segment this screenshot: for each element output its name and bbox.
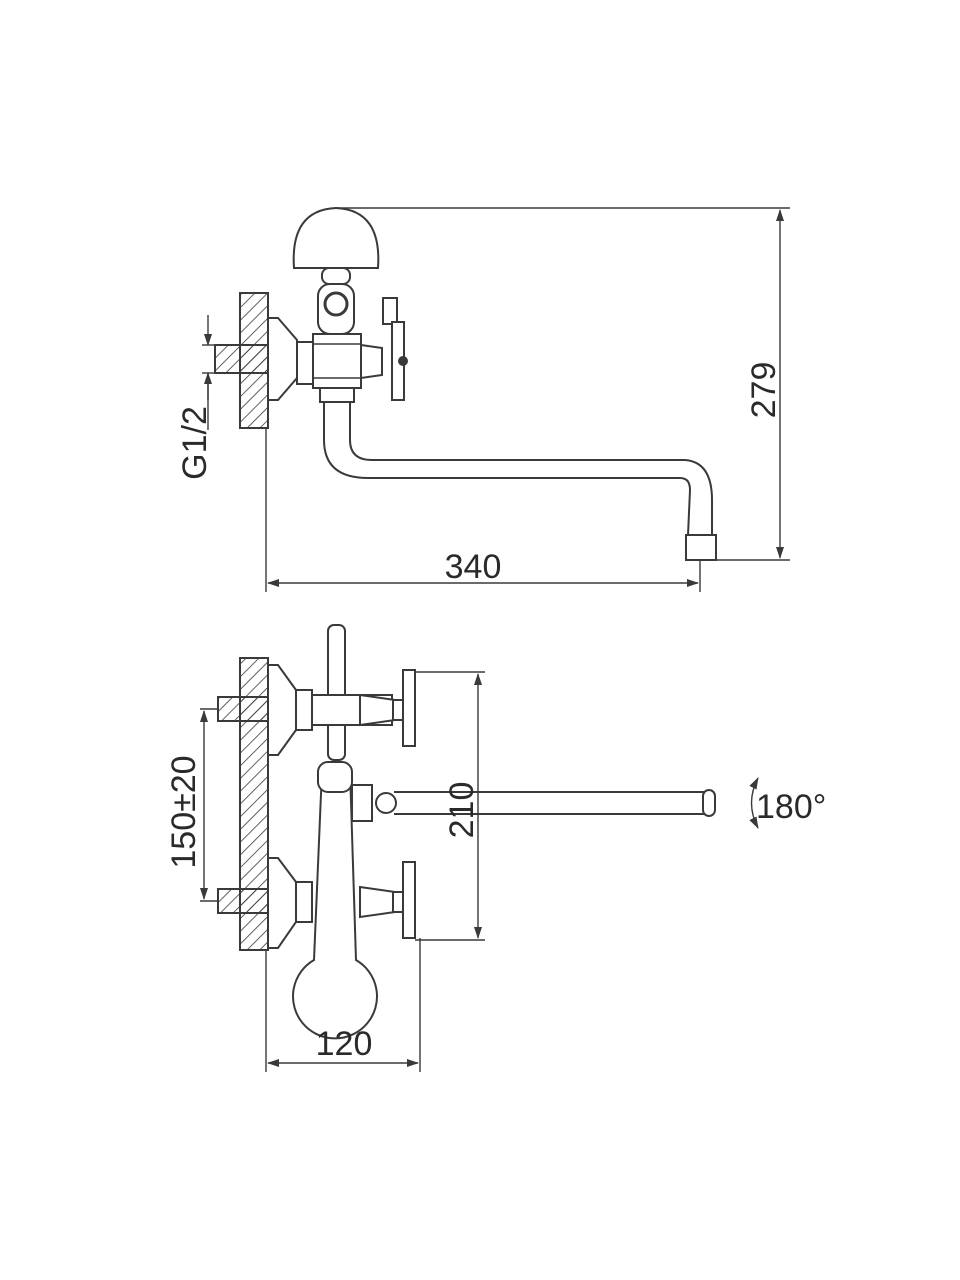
spout-end xyxy=(702,789,716,817)
inlet-stub xyxy=(214,344,269,374)
depth-dimension: 120 xyxy=(316,1025,373,1063)
spout-pipe xyxy=(394,791,705,815)
riser-pipe xyxy=(327,624,346,761)
side-view: 279 G1/2 340 xyxy=(176,206,790,592)
height-dimension: 279 xyxy=(745,362,783,419)
rotation-dimension: 180° xyxy=(756,788,826,826)
aerator xyxy=(685,534,717,561)
cross-handle-bottom[interactable] xyxy=(402,861,416,939)
thread-dimension: G1/2 xyxy=(176,406,214,480)
diverter-head xyxy=(292,206,380,269)
ring xyxy=(319,387,355,403)
flange xyxy=(267,317,298,401)
spout xyxy=(323,402,692,536)
reach-dimension: 340 xyxy=(445,548,502,586)
inlet-stub-top xyxy=(217,696,269,722)
rotation-arrow-icon xyxy=(749,777,759,829)
height-dimension: 210 xyxy=(443,782,481,839)
cross-handle-top[interactable] xyxy=(402,669,416,747)
valve-body xyxy=(312,333,362,389)
nut xyxy=(296,341,314,385)
diverter-knob xyxy=(323,291,349,317)
inlet-stub-bottom xyxy=(217,888,269,914)
centers-dimension: 150±20 xyxy=(165,755,203,868)
front-view: 180° 150±20 210 120 xyxy=(165,624,826,1072)
